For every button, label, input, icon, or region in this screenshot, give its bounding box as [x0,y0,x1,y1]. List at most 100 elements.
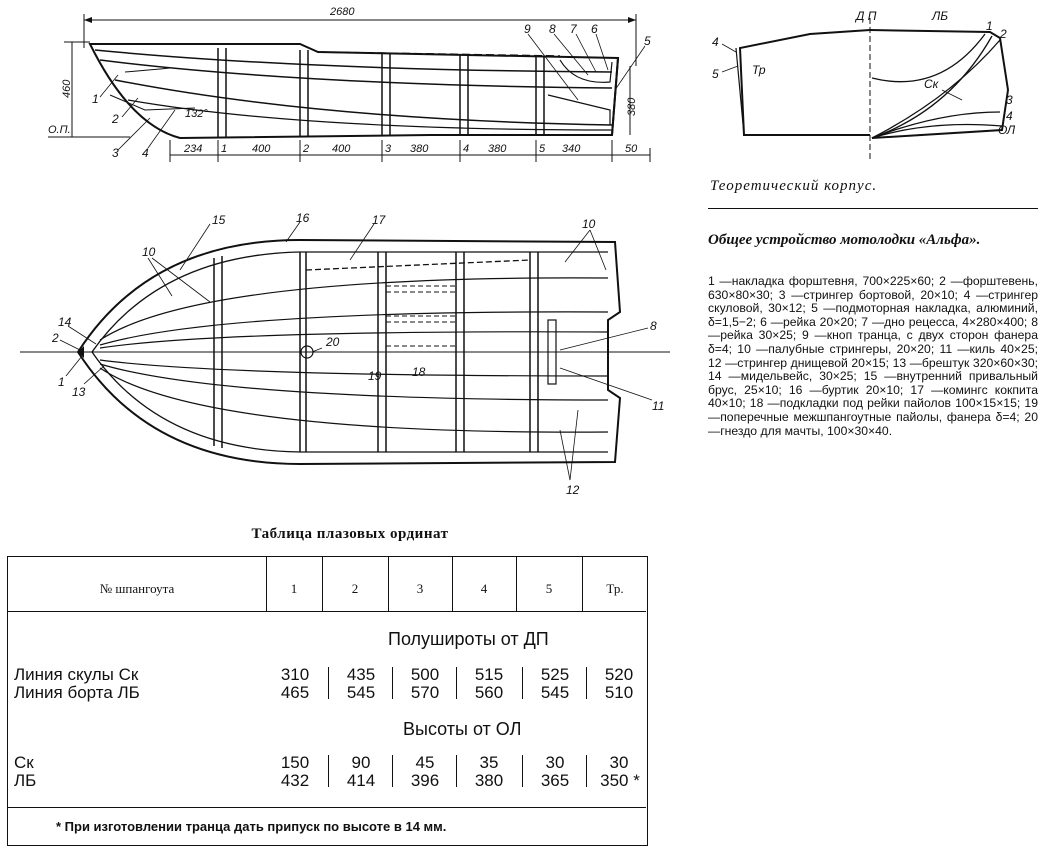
plan-num-16: 16 [296,211,310,225]
body-sk-label: Ск [924,77,940,91]
cell-value: 500 [410,665,440,684]
value-separator [456,667,457,699]
cell-value: 350 * [600,771,640,790]
body-num-1: 1 [986,19,993,33]
plan-num-18: 18 [412,365,426,379]
row-label-sheer: Линия борта ЛБ [14,683,140,702]
value-separator [586,667,587,699]
cell-value: 520 [604,665,634,684]
plan-view-drawing: 15 16 10 17 10 14 2 1 13 20 19 18 8 11 1… [20,211,670,497]
part-num-4: 4 [142,146,149,160]
part-num-2: 2 [111,112,119,126]
header-divider [388,557,389,611]
cell-value: 545 [540,683,570,702]
section-half-breadths: Полуширoты от ДП [388,629,549,649]
cell-value: 310 [280,665,310,684]
length-dim: 2680 [329,6,355,18]
row-label-chine: Линия скулы Ск [14,665,139,684]
part-num-7: 7 [570,22,578,36]
cell-value: 465 [280,683,310,702]
body-plan-drawing: Д П ЛБ 1 2 4 5 Тр Ск 3 4 ОЛ [712,9,1016,160]
plan-num-1: 1 [58,375,65,389]
spacing-4: 380 [488,143,507,155]
plan-num-8: 8 [650,319,657,333]
side-view-drawing: 2680 460 О.П. 380 132° [48,6,651,162]
spacing-6: 50 [625,143,638,155]
cell-value: 515 [474,665,504,684]
col-header-tr: Тр. [606,581,624,596]
cell-value: 45 [415,753,435,772]
value-separator [392,755,393,787]
plan-num-17: 17 [372,213,387,227]
station-4: 4 [463,143,469,155]
part-num-5: 5 [644,34,651,48]
cell-value: 30 [609,753,629,772]
cell-value: 365 [540,771,570,790]
header-bottom-rule [8,611,646,612]
plan-num-12: 12 [566,483,580,497]
col-header-2: 2 [351,581,359,596]
col-header-5: 5 [545,581,553,596]
value-separator [392,667,393,699]
cell-value: 510 [604,683,634,702]
body-num-3: 3 [1006,93,1013,107]
row-label-chine-h: Ск [14,753,34,772]
angle-label: 132° [185,108,208,120]
spacing-1: 400 [252,143,271,155]
offset-table: № шпангоута 1 2 3 4 5 Тр. Полуширoты от … [7,556,648,846]
header-divider [266,557,267,611]
plan-num-13: 13 [72,385,86,399]
station-1: 1 [221,143,227,155]
plan-num-10: 10 [142,245,156,259]
value-separator [328,755,329,787]
plan-num-2: 2 [51,331,59,345]
parts-legend: 1 —накладка форштевня, 700×225×60; 2 —фо… [708,274,1038,438]
plan-num-10b: 10 [582,217,596,231]
value-separator [522,755,523,787]
body-tr-label: Тр [752,63,766,77]
station-3: 3 [385,143,392,155]
spacing-0: 234 [183,143,202,155]
baseline-label: О.П. [48,124,71,136]
cell-value: 90 [351,753,371,772]
part-num-6: 6 [591,22,598,36]
transom-height-dim: 380 [626,97,638,116]
spacing-3: 380 [410,143,429,155]
plan-num-11: 11 [652,399,664,413]
plan-num-19: 19 [368,369,382,383]
cell-value: 432 [280,771,310,790]
cell-value: 35 [479,753,499,772]
table-footnote: * При изготовлении транца дать припуск п… [56,819,447,834]
part-num-3: 3 [112,146,119,160]
body-num-4b: 4 [1006,109,1013,123]
spacing-5: 340 [562,143,581,155]
part-num-9: 9 [524,22,531,36]
height-dim: 460 [61,79,73,98]
cell-value: 396 [410,771,440,790]
cell-value: 30 [545,753,565,772]
body-lb-label: ЛБ [931,9,948,23]
general-title: Общее устройство мотолодки «Альфа». [708,232,981,248]
cell-value: 560 [474,683,504,702]
station-5: 5 [539,143,546,155]
part-num-8: 8 [549,22,556,36]
footnote-rule [8,807,646,808]
value-separator [586,755,587,787]
cell-value: 150 [280,753,310,772]
cell-value: 570 [410,683,440,702]
header-label: № шпангоута [99,581,175,596]
header-divider [582,557,583,611]
part-num-1: 1 [92,92,99,106]
body-num-2: 2 [999,27,1007,41]
header-divider [322,557,323,611]
plan-num-14: 14 [58,315,72,329]
body-num-5: 5 [712,67,719,81]
section-divider [708,208,1038,209]
plan-num-15: 15 [212,213,226,227]
body-plan-caption: Теоретический корпус. [710,178,878,194]
value-separator [456,755,457,787]
cell-value: 435 [346,665,376,684]
cell-value: 525 [540,665,570,684]
section-heights: Высоты от ОЛ [403,719,522,739]
cell-value: 545 [346,683,376,702]
